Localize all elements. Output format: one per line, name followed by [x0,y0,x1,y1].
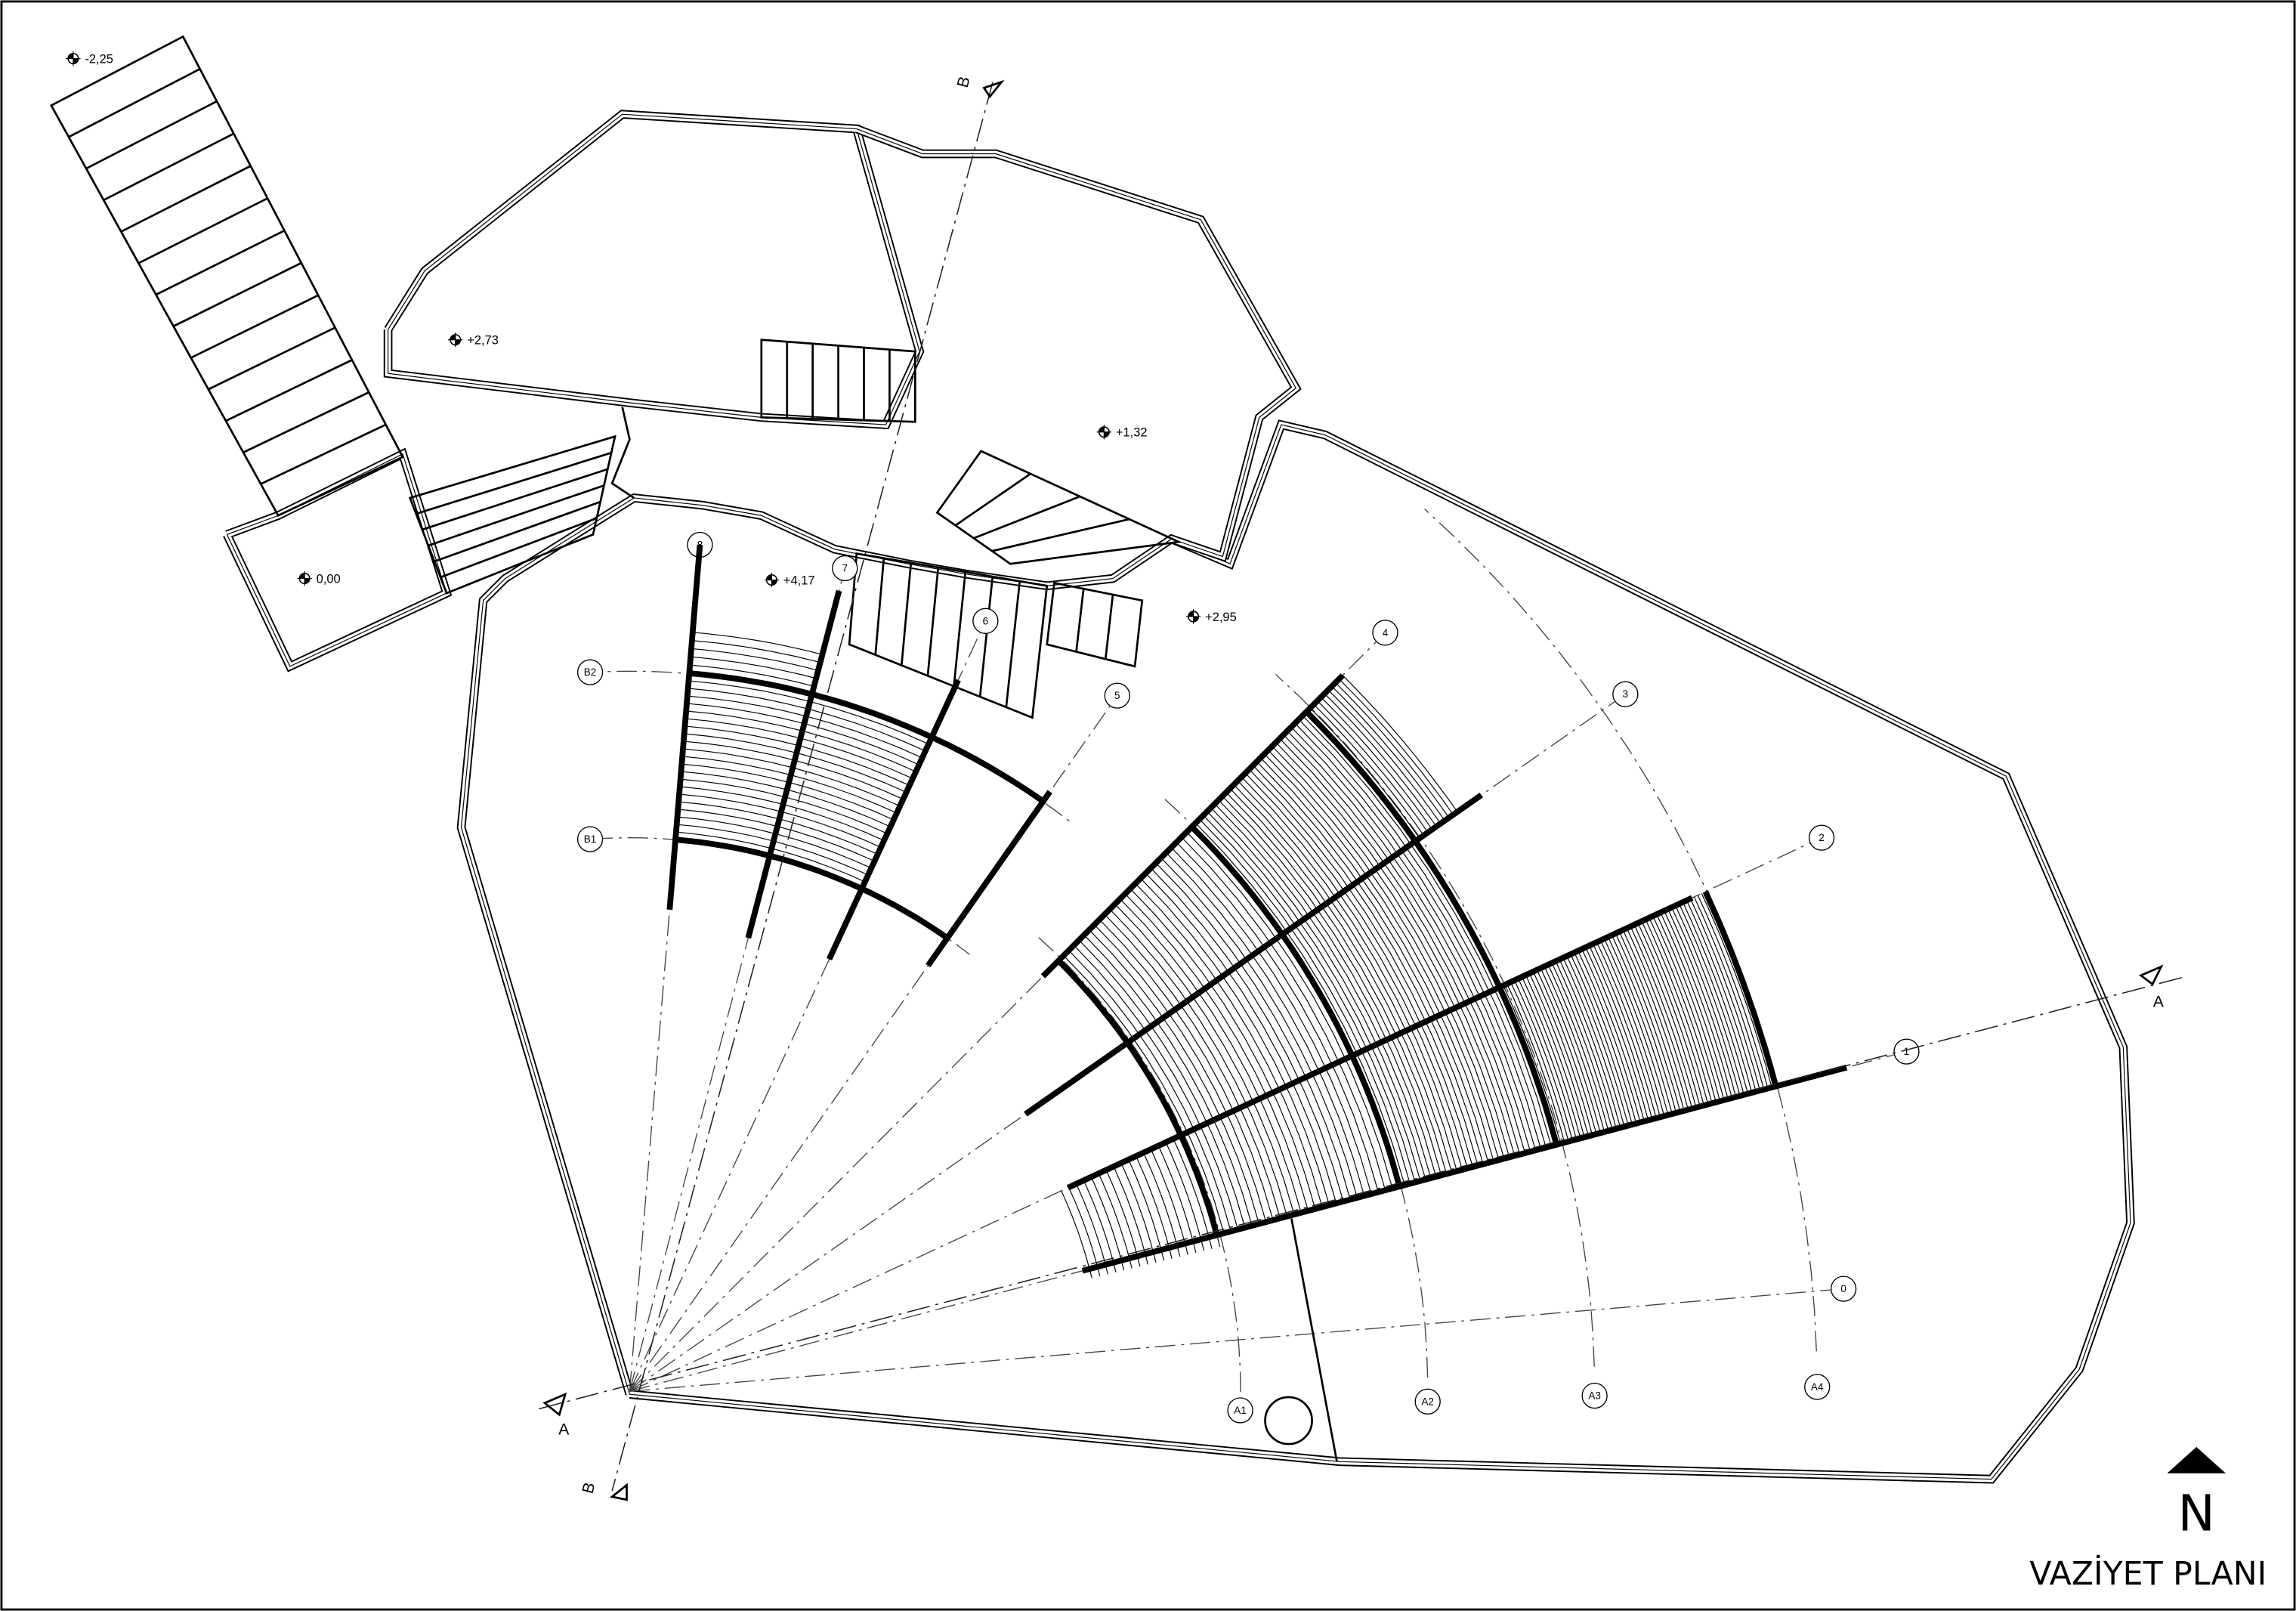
path-edge [1290,1218,1338,1462]
elevation-icon [1185,609,1201,624]
section-line-a [539,976,2185,1410]
round-element [1264,1396,1313,1446]
section-marker-b-top-icon [982,79,1005,99]
grid-bubble [1104,682,1130,709]
ramp-left [408,434,616,595]
elevation-marker: -2,25 [66,51,113,66]
elevation-marker: +4,17 [764,572,815,588]
grid-label: 7 [842,563,848,574]
svg-text:+1,32: +1,32 [1116,426,1148,440]
grid-label: B2 [584,666,597,678]
beam-axis-8 [666,544,703,911]
stair-upper-middle [935,450,1183,565]
stair-center [848,552,1049,719]
main-plaza-boundary [456,419,2135,1484]
stair-lower-fan [1061,1135,1221,1279]
section-label-b-bottom: B [579,1480,599,1495]
grid-axis-8: 8 [629,531,713,1392]
elevation-marker: +1,32 [1096,425,1148,440]
rock-edge [610,407,635,499]
svg-text:+2,73: +2,73 [467,333,499,347]
grid-label: B1 [584,833,597,845]
section-marker-a-left-icon [542,1392,567,1417]
section-label-a-left: A [558,1421,570,1439]
beam-arc-a1 [1056,958,1220,1236]
grid-arc-A4: A4 [1424,509,1831,1400]
grid-label: A3 [1588,1390,1601,1402]
elevation-marker: +2,73 [448,332,499,348]
section-label-b-top: B [953,75,974,90]
north-arrow-icon [2167,1446,2226,1473]
fan-structure [666,544,1848,1279]
grid-bubble [1808,824,1835,851]
beam-arc-a3 [1304,710,1559,1146]
beam-axis-2 [1066,895,1694,1191]
structural-grid: 0 1 2 3 4 5 6 7 8A1 A2 A3 A4 B1 B2 [576,509,1920,1424]
elevation-icon [448,332,463,348]
grid-label: A1 [1234,1405,1247,1416]
grid-label: 4 [1383,627,1389,639]
grid-bubble [1612,681,1639,707]
beam-arc-a2 [1189,824,1403,1188]
grid-label: A2 [1421,1396,1434,1407]
grid-bubble [972,608,999,634]
section-line-b [611,82,993,1492]
north-label: N [2178,1484,2215,1542]
upper-middle-plaza-boundary [854,125,1302,563]
grid-axis-0: 0 [629,1276,1857,1392]
grid-label: 2 [1819,832,1825,843]
lower-left-landing-boundary [223,447,453,673]
grid-arc-A1: A1 [1038,937,1253,1424]
beam-axis-3 [1024,792,1483,1117]
grid-bubble [1372,620,1398,646]
svg-text:-2,25: -2,25 [85,52,113,66]
grid-label: 3 [1623,688,1629,700]
grid-arc-B2: B2 [576,659,1073,824]
drawing-title: VAZİYET PLANI [2029,1554,2267,1593]
seating-b2-outer [689,632,823,695]
site-boundaries [223,110,2135,1484]
grid-label: A4 [1811,1381,1824,1393]
grid-bubble [1830,1276,1857,1302]
stair-upper-left-plaza [760,339,916,423]
beam-axis-1 [1081,1064,1848,1274]
beam-arc-a4 [1702,890,1779,1087]
elevation-icon [764,572,780,588]
elevation-icon [1096,425,1112,440]
grid-axis-7: 7 [629,555,858,1392]
upper-left-plaza-boundary [383,110,925,430]
svg-text:+2,95: +2,95 [1205,611,1237,624]
section-label-a-right: A [2153,993,2165,1011]
svg-text:+4,17: +4,17 [783,574,815,587]
section-marker-a-right-icon [2138,964,2164,986]
grid-bubble [1893,1038,1920,1065]
elevation-marker: +2,95 [1185,609,1237,624]
svg-text:0,00: 0,00 [317,572,341,586]
elevation-marker: 0,00 [297,570,341,586]
elevation-icon [297,570,312,586]
grid-bubble [832,555,858,582]
grid-label: 6 [983,615,989,626]
grid-arc-A3: A3 [1275,674,1608,1409]
stair-right-small [1046,581,1144,668]
seating-a3-outer [1306,675,1458,842]
section-marker-b-bottom-icon [610,1483,628,1501]
grid-arc-A2: A2 [1163,798,1441,1415]
stairs [49,35,1183,719]
grid-label: 5 [1114,690,1120,701]
elevation-icon [66,51,81,66]
beam-arc-b2 [688,670,1045,804]
beam-axis-6 [827,679,961,961]
seating-a2-a3 [1191,711,1557,1187]
beam-arc-b1 [675,836,950,941]
seating-a3-a4 [1499,891,1777,1146]
grid-label: 1 [1904,1046,1910,1057]
stair-top-left [49,35,404,518]
grid-label: 0 [1840,1283,1846,1294]
beam-axis-7 [745,589,842,939]
